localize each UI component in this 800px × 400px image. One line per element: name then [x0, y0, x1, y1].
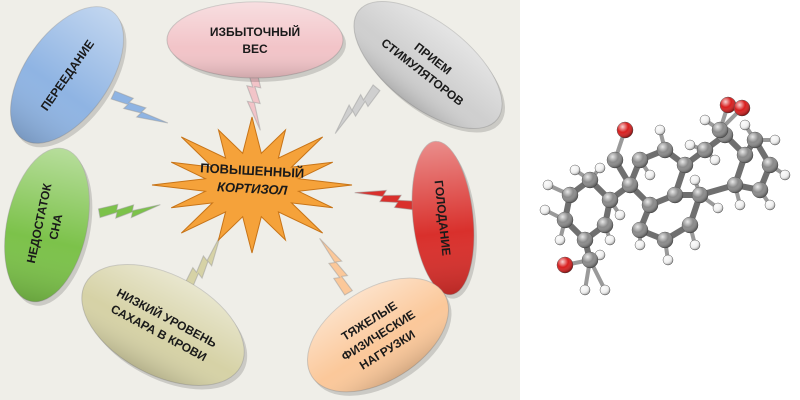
lightning-bolt-icon: [246, 67, 262, 131]
cortisol-molecule: [539, 96, 791, 296]
cause-fasting: ГОЛОДАНИЕ: [411, 140, 477, 299]
lightning-bolt-icon: [97, 203, 161, 219]
center-label-line1: ПОВЫШЕННЫЙ: [200, 160, 305, 180]
lightning-bolt-icon: [354, 189, 417, 211]
lightning-bolt-icon: [183, 235, 221, 291]
cause-excess-weight: ИЗБЫТОЧНЫЙ ВЕС: [166, 1, 346, 82]
cause-label: ИЗБЫТОЧНЫЙ: [210, 24, 300, 39]
lightning-bolts: [97, 67, 417, 296]
center-label-line2: КОРТИЗОЛ: [217, 179, 289, 198]
lightning-bolt-icon: [319, 237, 354, 296]
cause-overeating: ПЕРЕЕДАНИЕ: [10, 6, 127, 148]
lightning-bolt-icon: [334, 84, 381, 134]
cause-label: ВЕС: [242, 42, 268, 56]
center-starburst: ПОВЫШЕННЫЙ КОРТИЗОЛ: [151, 116, 353, 254]
cause-label: СНА: [46, 212, 65, 241]
lightning-bolt-icon: [110, 90, 169, 124]
